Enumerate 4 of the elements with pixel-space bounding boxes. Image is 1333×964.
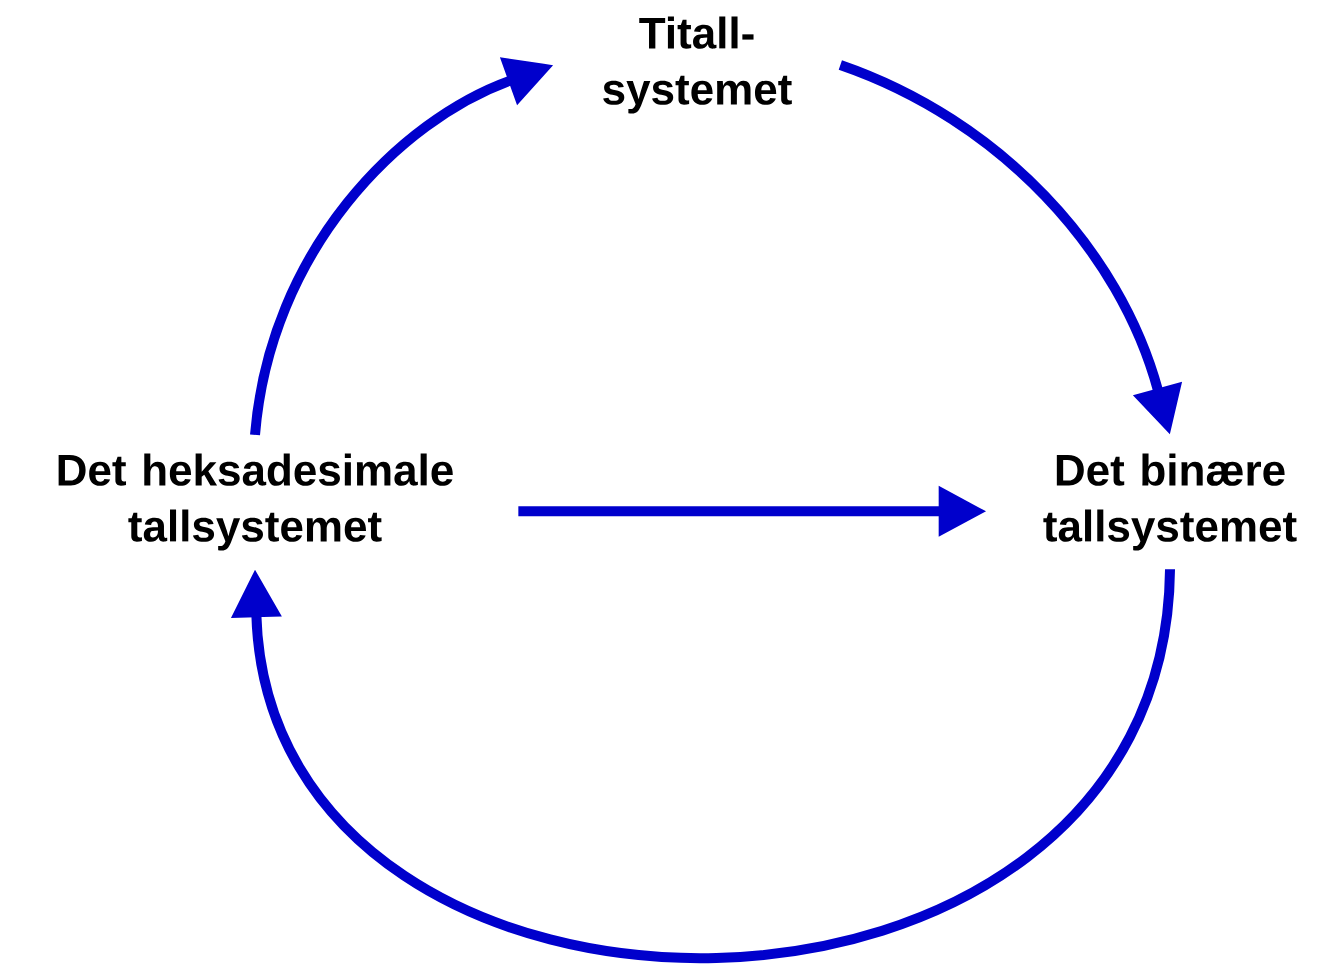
label-text: Det heksadesimale tallsystemet (58, 453, 453, 551)
arrow (230, 568, 1175, 963)
label-text: Det binære tallsystemet (1043, 453, 1297, 551)
label-text: Titall- systemet (603, 16, 792, 114)
